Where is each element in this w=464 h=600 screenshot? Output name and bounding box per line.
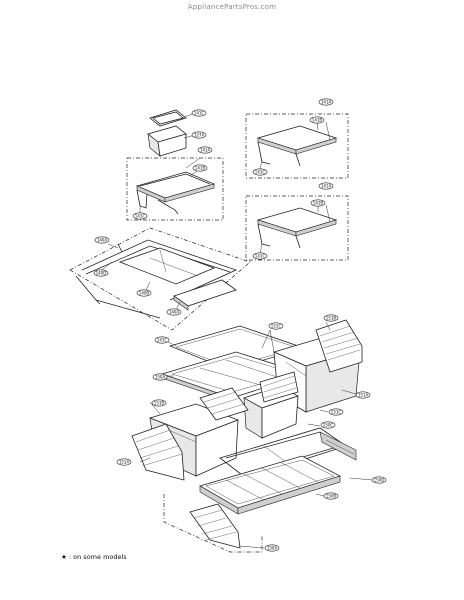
svg-text:140A: 140A <box>97 237 108 242</box>
callout-141b-right-bottom: 141B <box>310 199 326 207</box>
callout-150c: 150C <box>320 421 336 429</box>
svg-text:140D: 140D <box>96 270 107 275</box>
callout-150b: 150B <box>323 492 339 500</box>
callout-141c-top: 141C <box>191 109 207 117</box>
callout-151a-right: 151A <box>355 391 371 399</box>
callout-141b-right-top: 141B <box>309 116 325 124</box>
drawer-side-rack-center <box>199 387 249 421</box>
svg-text:151B: 151B <box>326 315 337 320</box>
svg-text:151A: 151A <box>358 392 369 397</box>
glass-shelf-left <box>135 171 216 215</box>
callout-140a-top: 140A <box>94 236 110 244</box>
watermark-text: AppliancePartsPros.com <box>187 3 277 11</box>
bottom-rack-panel <box>189 503 241 549</box>
callout-150a-frame: 150A <box>152 373 168 381</box>
small-bin <box>147 125 187 157</box>
svg-text:127A: 127A <box>194 132 205 137</box>
callout-141c-glass: 141C <box>154 336 170 344</box>
drawer-side-rack-left <box>131 423 185 481</box>
leader-lines <box>101 112 373 549</box>
callout-140d: 140D <box>93 269 109 277</box>
callout-140b: 140B <box>136 289 152 297</box>
svg-text:141A: 141A <box>321 183 332 188</box>
svg-text:141B: 141B <box>312 117 323 122</box>
svg-text:151C: 151C <box>271 323 282 328</box>
callout-141b-left: 141B <box>192 164 208 172</box>
svg-text:141A: 141A <box>200 147 211 152</box>
callout-151a-left: 151A <box>116 458 132 466</box>
small-bin-lid <box>149 109 187 127</box>
bottom-tray <box>198 455 342 515</box>
callout-150a-bottom: 150A <box>264 544 280 552</box>
svg-text:151C: 151C <box>331 409 342 414</box>
callout-127a: 127A <box>191 131 207 139</box>
drawer-support-frame <box>219 427 357 479</box>
shelf-assembly-box-right-bottom <box>245 195 349 261</box>
callout-141a-right-bottom: 141A <box>318 182 334 190</box>
callout-141c-right-bottom: 141C <box>252 252 268 260</box>
svg-text:150B: 150B <box>326 493 337 498</box>
tray-front-trim <box>173 279 237 311</box>
drawer-side-rack-middle <box>259 371 299 403</box>
svg-text:150C: 150C <box>323 422 334 427</box>
callout-151c-middle: 151C <box>328 408 344 416</box>
shelf-assembly-box-right-top <box>245 113 349 179</box>
callout-141c-right-top: 141C <box>252 168 268 176</box>
drawer-side-rack-right <box>315 319 363 373</box>
svg-text:141B: 141B <box>313 200 324 205</box>
tray-glass-panel <box>118 247 216 285</box>
callout-151c-top: 151C <box>268 322 284 330</box>
svg-text:140A: 140A <box>169 309 180 314</box>
tray-frame <box>75 239 238 319</box>
callout-151b-right: 151B <box>323 314 339 322</box>
svg-text:150A: 150A <box>155 374 166 379</box>
svg-text:150A: 150A <box>267 545 278 550</box>
callout-141a-left: 141A <box>197 146 213 154</box>
glass-shelf-right-bottom <box>256 207 338 249</box>
callout-140a-bottom: 140A <box>166 308 182 316</box>
svg-text:141A: 141A <box>321 99 332 104</box>
bottom-assembly-outline <box>163 494 263 553</box>
svg-text:141B: 141B <box>195 165 206 170</box>
svg-text:141C: 141C <box>157 337 168 342</box>
svg-text:141C: 141C <box>135 213 146 218</box>
callout-151b-left: 151B <box>151 399 167 407</box>
callout-141c-left: 141C <box>132 212 148 220</box>
glass-shelf-right-top <box>256 125 338 167</box>
shelf-assembly-box-left <box>126 157 224 221</box>
svg-text:140B: 140B <box>139 290 150 295</box>
svg-text:141C: 141C <box>255 169 266 174</box>
svg-text:151A: 151A <box>119 459 130 464</box>
svg-text:141C: 141C <box>255 253 266 258</box>
svg-text:150D: 150D <box>374 477 385 482</box>
svg-text:141C: 141C <box>194 110 205 115</box>
callout-141a-right-top: 141A <box>318 98 334 106</box>
footnote-text: ★ : on some models <box>61 553 127 561</box>
svg-text:151B: 151B <box>154 400 165 405</box>
callout-150d: 150D <box>371 476 387 484</box>
tray-assembly-outline <box>69 227 251 331</box>
